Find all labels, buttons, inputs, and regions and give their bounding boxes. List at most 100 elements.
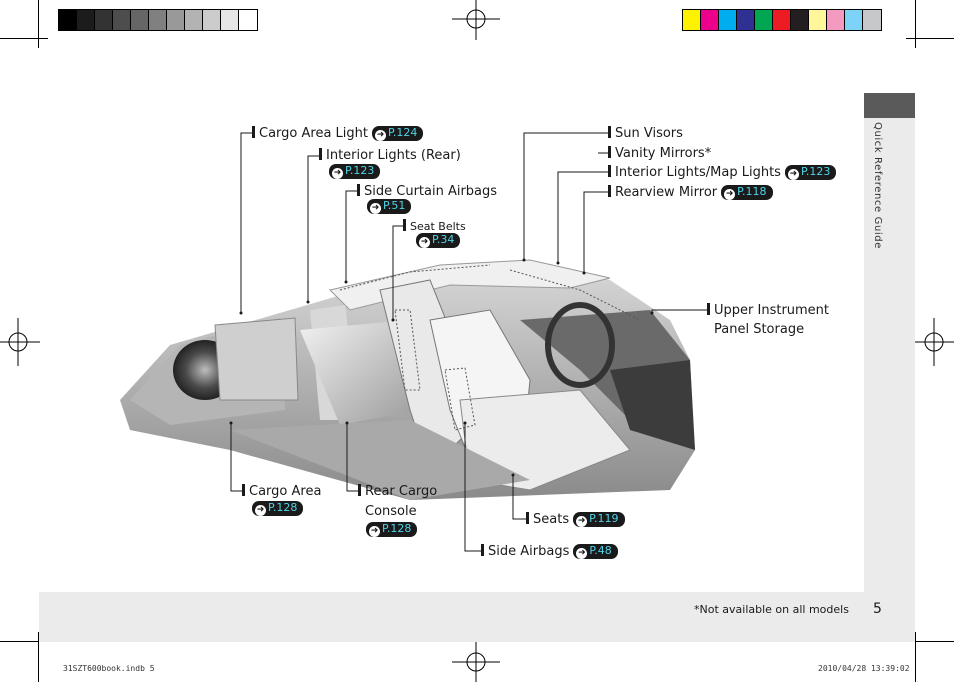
callout-label: Side Curtain Airbags	[364, 184, 498, 199]
color-swatch	[827, 10, 845, 30]
color-swatch	[185, 10, 203, 30]
page-reference-text: P.128	[268, 501, 298, 514]
side-tab-label: Quick Reference Guide	[872, 122, 883, 249]
arrow-right-icon: ➜	[576, 516, 588, 527]
callout-interior-lights-rear: Interior Lights (Rear)	[319, 148, 461, 164]
color-swatch	[221, 10, 239, 30]
callout-seat-belts: Seat Belts	[403, 219, 466, 235]
grayscale-bar	[58, 9, 258, 31]
page-reference-text: P.51	[383, 199, 406, 212]
callout-tick	[319, 148, 322, 160]
callout-interior-lights-rear-ref: ➜P.123	[325, 164, 381, 180]
callout-tick	[357, 184, 360, 196]
arrow-right-icon: ➜	[724, 189, 736, 200]
color-swatch	[773, 10, 791, 30]
page-reference-link[interactable]: ➜P.128	[366, 522, 418, 537]
callout-rear-cargo-console-ref: ➜P.128	[362, 522, 418, 538]
arrow-right-icon: ➜	[255, 505, 266, 516]
callout-tick	[358, 484, 361, 496]
callout-label: Seat Belts	[410, 220, 466, 233]
color-swatch	[239, 10, 257, 30]
page-reference-link[interactable]: ➜P.124	[372, 126, 424, 141]
print-slug-left: 31SZT600book.indb 5	[63, 664, 155, 673]
callout-tick	[608, 165, 611, 177]
callout-tick	[608, 185, 611, 197]
color-swatch	[845, 10, 863, 30]
side-tab	[864, 93, 915, 592]
crop-mark	[0, 641, 48, 642]
page-reference-text: P.34	[432, 233, 455, 246]
registration-mark-icon	[0, 318, 40, 366]
crop-mark	[915, 0, 916, 48]
callout-label: Vanity Mirrors*	[615, 146, 712, 161]
arrow-right-icon: ➜	[787, 169, 799, 180]
callout-label: Upper Instrument	[714, 303, 830, 318]
page-reference-text: P.128	[382, 522, 412, 535]
page-reference-text: P.123	[345, 164, 375, 177]
page-reference-text: P.118	[737, 185, 767, 198]
callout-interior-map-lights: Interior Lights/Map Lights➜P.123	[608, 165, 837, 181]
page-reference-text: P.48	[589, 544, 612, 557]
callout-tick	[242, 484, 245, 496]
callout-label: Cargo Area	[249, 484, 322, 499]
callout-tick	[608, 126, 611, 138]
car-interior-illustration	[120, 259, 695, 500]
color-swatch	[791, 10, 809, 30]
callout-side-curtain-airbags: Side Curtain Airbags	[357, 184, 497, 200]
callout-tick	[707, 303, 710, 315]
registration-mark-icon	[914, 318, 954, 366]
color-swatch	[131, 10, 149, 30]
callout-rear-cargo-console: Rear Cargo	[358, 484, 437, 500]
arrow-right-icon: ➜	[375, 130, 386, 141]
color-bar	[682, 9, 882, 31]
crop-mark	[915, 632, 916, 682]
color-swatch	[737, 10, 755, 30]
crop-mark	[38, 0, 39, 48]
arrow-right-icon: ➜	[332, 168, 343, 179]
arrow-right-icon: ➜	[369, 526, 380, 537]
callout-cargo-area: Cargo Area	[242, 484, 321, 500]
callout-vanity-mirrors: Vanity Mirrors*	[608, 146, 711, 162]
callout-label: Sun Visors	[615, 126, 683, 141]
page-reference-link[interactable]: ➜P.119	[573, 512, 625, 527]
callout-side-curtain-airbags-ref: ➜P.51	[363, 199, 412, 215]
page-reference-text: P.119	[589, 512, 619, 525]
page-reference-link[interactable]: ➜P.34	[416, 233, 461, 248]
color-swatch	[59, 10, 77, 30]
color-swatch	[77, 10, 95, 30]
callout-side-airbags: Side Airbags➜P.48	[481, 544, 618, 560]
print-slug-right: 2010/04/28 13:39:02	[818, 664, 910, 673]
color-swatch	[719, 10, 737, 30]
arrow-right-icon: ➜	[419, 237, 430, 248]
color-swatch	[863, 10, 881, 30]
callout-seat-belts-ref: ➜P.34	[412, 233, 461, 249]
color-swatch	[683, 10, 701, 30]
page-reference-link[interactable]: ➜P.128	[252, 501, 304, 516]
callout-tick	[526, 512, 529, 524]
color-swatch	[809, 10, 827, 30]
callout-label: Interior Lights/Map Lights	[615, 165, 781, 180]
callout-label: Seats	[533, 512, 570, 527]
side-tab-marker	[864, 93, 915, 118]
callout-label: Side Airbags	[488, 544, 570, 559]
crop-mark	[906, 38, 954, 39]
callout-label: Rear Cargo	[365, 484, 438, 499]
crop-mark	[38, 632, 39, 682]
color-swatch	[203, 10, 221, 30]
page-reference-link[interactable]: ➜P.118	[721, 185, 773, 200]
page-reference-text: P.123	[800, 165, 831, 178]
callout-tick	[608, 146, 611, 158]
page-reference-link[interactable]: ➜P.123	[329, 164, 381, 179]
callout-tick	[252, 126, 255, 138]
footnote: *Not available on all models	[694, 603, 849, 616]
page-reference-link[interactable]: ➜P.48	[573, 544, 618, 559]
page-reference-link[interactable]: ➜P.123	[784, 165, 837, 180]
color-swatch	[95, 10, 113, 30]
footer-band	[39, 592, 915, 642]
callout-tick	[481, 544, 484, 556]
callout-sun-visors: Sun Visors	[608, 126, 683, 142]
page-reference-link[interactable]: ➜P.51	[367, 199, 412, 214]
callout-cargo-area-ref: ➜P.128	[248, 501, 304, 517]
callout-label: Interior Lights (Rear)	[326, 148, 461, 163]
